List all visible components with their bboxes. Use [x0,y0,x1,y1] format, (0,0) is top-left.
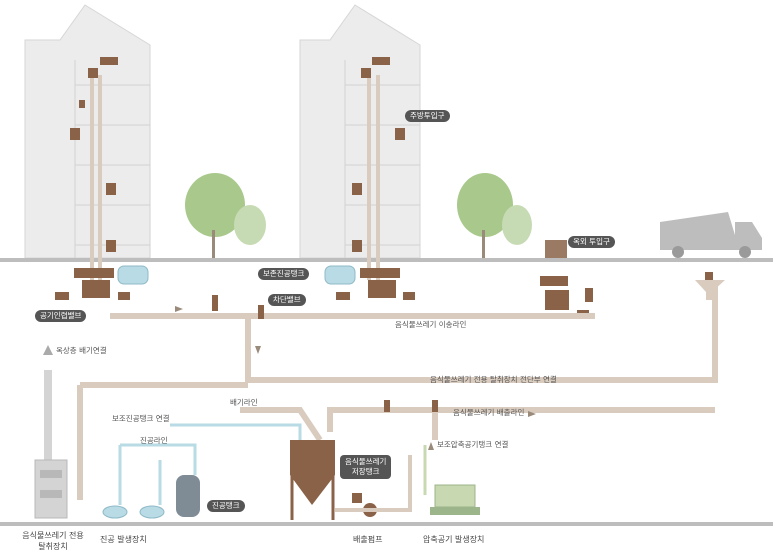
roof-exhaust-label: 옥상층 배기연결 [56,346,107,355]
aux-vacuum-tank-link-label: 보조진공탱크 연결 [112,414,170,423]
aux-vacuum-tank-label: 보존진공탱크 [258,268,310,280]
valve-left [55,268,130,300]
building-floors [74,60,420,258]
exhaust-line-label: 배기라인 [230,398,258,407]
truck-icon [660,212,762,258]
tree-right [457,173,532,258]
discharge-pump [335,455,412,517]
outdoor-inlet-label: 옥외 투입구 [568,236,615,248]
building-left [24,4,151,259]
storage-tank-label: 음식물쓰레기 저장탱크 [340,455,392,479]
compressed-air-generator [423,445,480,515]
exhaust-stack [34,345,68,519]
storage-tank [290,440,335,520]
vacuum-tank [176,475,200,517]
kitchen-inlet-label: 주방투입구 [405,110,450,122]
vacuum-generator-caption: 진공 발생장치 [100,535,147,544]
vacuum-line-label: 진공라인 [140,436,168,445]
vertical-pipes [90,75,380,280]
dehydrator-front-link-label: 음식물쓰레기 전용 탈취장치 전단부 연결 [430,375,557,384]
transfer-line-label: 음식물쓰레기 이송라인 [395,320,467,329]
shutoff-valve-label: 차단밸브 [268,294,306,306]
discharge-pump-caption: 배출펌프 [353,535,383,544]
valve-right [336,268,415,300]
vacuum-pumps [102,505,165,519]
transfer-line [77,285,718,500]
shutoff-valves [212,295,438,412]
floor-line [0,522,773,526]
outdoor-funnel [695,280,725,300]
vacuum-lines [118,423,302,505]
inlets [70,57,405,252]
ground-line [0,258,773,262]
air-intake-valve-label: 공기인렵밸브 [35,310,87,322]
tree-left [185,173,266,258]
flow-arrows [175,306,536,450]
aux-compressed-air-link-label: 보조압축공기탱크 연결 [437,440,509,449]
deodorizer-caption: 음식물쓰레기 전용 탈취장치 [22,531,84,551]
discharge-line-label: 음식물쓰레기 배출라인 [453,408,525,417]
aux-vacuum-tanks [117,265,356,285]
compressed-air-generator-caption: 압축공기 발생장치 [423,535,485,544]
vacuum-tank-label: 진공탱크 [207,500,245,512]
valve-outdoor [540,240,593,318]
